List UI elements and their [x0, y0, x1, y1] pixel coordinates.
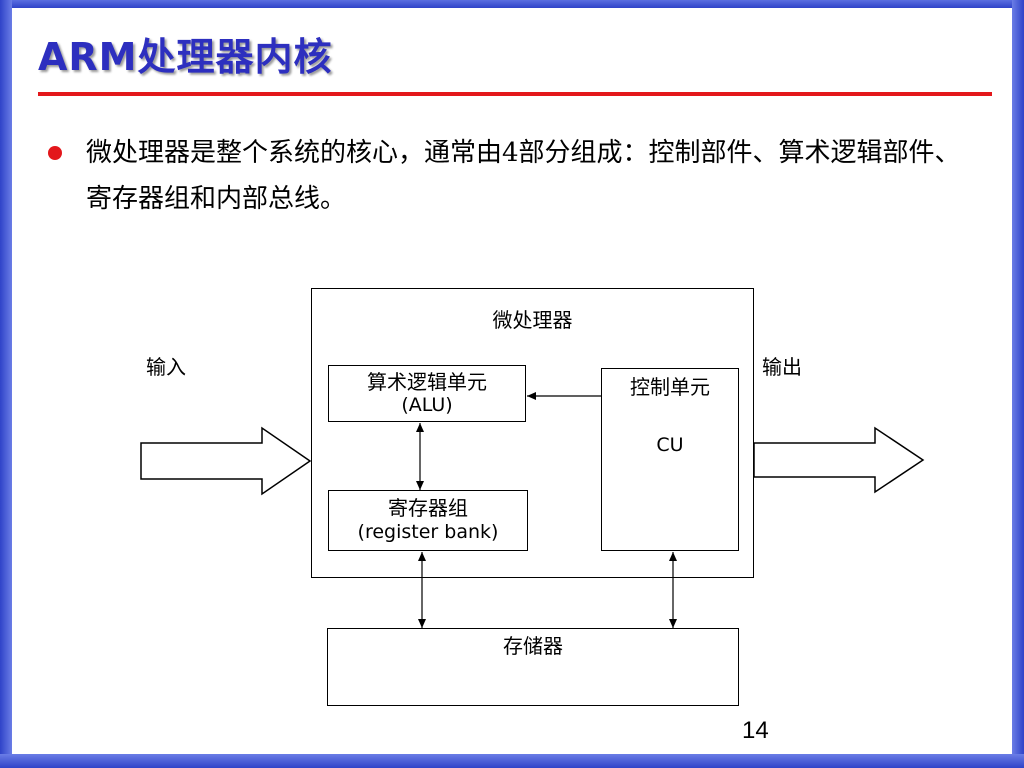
processor-label: 微处理器: [492, 308, 573, 332]
register-bank-sublabel: (register bank): [357, 521, 499, 543]
control-unit-sublabel: CU: [656, 434, 684, 456]
slide-frame-right: [1012, 0, 1024, 768]
register-bank-label: 寄存器组: [388, 496, 468, 520]
processor-box: [311, 288, 754, 578]
register-bank-box: [328, 490, 528, 551]
bullet-text: 微处理器是整个系统的核心，通常由4部分组成：控制部件、算术逻辑部件、寄存器组和内…: [86, 138, 961, 214]
alu-sublabel: (ALU): [401, 394, 453, 416]
output-label: 输出: [762, 355, 802, 379]
alu-box: [328, 365, 526, 422]
slide-title: ARM处理器内核: [38, 35, 333, 79]
title-underline: [38, 92, 992, 96]
slide-frame-left: [0, 0, 12, 768]
slide-frame-top: [0, 0, 1024, 8]
control-unit-box: [601, 368, 739, 551]
slide-frame-bottom: [0, 754, 1024, 768]
memory-box: [327, 628, 739, 706]
memory-label: 存储器: [503, 634, 563, 658]
alu-label: 算术逻辑单元: [367, 370, 487, 394]
input-label: 输入: [146, 355, 186, 379]
input-arrow-icon: [140, 426, 312, 496]
page-number: 14: [742, 717, 769, 744]
bullet-icon: [48, 146, 62, 160]
control-unit-label: 控制单元: [630, 375, 710, 399]
output-arrow-icon: [753, 426, 925, 494]
